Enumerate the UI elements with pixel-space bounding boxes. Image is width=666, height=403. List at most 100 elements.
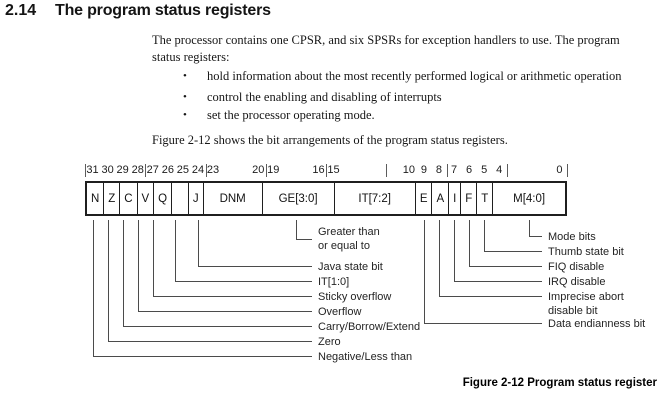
callout-label-line: IRQ disable xyxy=(548,276,606,288)
bit-number: 29 xyxy=(116,164,129,176)
figure-intro-text: Figure 2-12 shows the bit arrangements o… xyxy=(152,133,508,147)
callout-label-line: Java state bit xyxy=(318,261,383,273)
bullet-icon: • xyxy=(183,109,187,121)
bullet-text: hold information about the most recently… xyxy=(207,69,622,83)
bit-number: 30 xyxy=(101,164,114,176)
bit-scale-tick xyxy=(386,164,388,177)
callout-label-line: Mode bits xyxy=(548,231,596,243)
register-field-i: I xyxy=(449,183,462,214)
callout-line xyxy=(469,220,542,267)
bit-number: 16 xyxy=(312,164,325,176)
bullet-item: • hold information about the most recentl… xyxy=(183,68,621,84)
callout-label-line: or equal to xyxy=(318,240,370,252)
callout-line xyxy=(92,220,312,357)
register-field-m40: M[4:0] xyxy=(513,192,546,205)
bullet-text: set the processor operating mode. xyxy=(207,108,375,122)
callout-line xyxy=(122,220,312,327)
callout-label-line: Imprecise abort xyxy=(548,291,624,303)
callout-label-line: Zero xyxy=(318,336,341,348)
register-field-e: E xyxy=(416,183,433,214)
callout-label-line: Negative/Less than xyxy=(318,351,413,363)
bit-number: 5 xyxy=(481,164,488,176)
callout-line xyxy=(423,220,542,324)
callout-line xyxy=(295,220,312,240)
register-field-v: V xyxy=(138,183,155,214)
register-field-dnm: DNM xyxy=(204,183,263,214)
callout-label: Data endianness bit xyxy=(548,317,645,331)
callout-label-line: Thumb state bit xyxy=(548,246,624,258)
bit-scale-tick xyxy=(85,164,86,177)
register-field-t: T xyxy=(477,183,494,214)
bit-number: 31 xyxy=(86,164,99,176)
callout-line xyxy=(175,220,312,282)
register-field-j: J xyxy=(189,183,204,214)
bit-scale-tick xyxy=(446,164,448,177)
bullet-icon: • xyxy=(183,91,187,103)
callout-label: Java state bit xyxy=(318,260,383,274)
callout-line xyxy=(137,220,312,312)
bit-number: 6 xyxy=(466,164,473,176)
callout-label-line: IT[1:0] xyxy=(318,276,350,288)
callout-line xyxy=(484,220,542,252)
bullet-item: • control the enabling and disabling of i… xyxy=(183,89,442,105)
bit-number: 8 xyxy=(435,164,443,176)
register-field-f: F xyxy=(461,183,478,214)
callout-label: IT[1:0] xyxy=(318,275,349,289)
bit-number: 25 xyxy=(176,164,190,176)
register-field-it72: IT[7:2] xyxy=(335,183,416,214)
callout-label: Negative/Less than xyxy=(318,350,412,364)
callout-label-line: Overflow xyxy=(318,306,362,318)
register-field-reserved xyxy=(172,183,189,214)
section-title: The program status registers xyxy=(55,2,271,19)
callout-line xyxy=(439,220,542,297)
bit-scale-tick xyxy=(265,164,267,177)
figure-caption: Figure 2-12 Program status register xyxy=(462,377,657,389)
callout-label: Zero xyxy=(318,335,341,349)
callout-label-line: Greater than xyxy=(318,226,380,238)
section-number: 2.14 xyxy=(5,2,37,19)
callout-label: Sticky overflow xyxy=(318,290,391,304)
register-field-c: C xyxy=(120,183,138,214)
bit-number: 20 xyxy=(252,164,265,176)
bullet-text: control the enabling and disabling of in… xyxy=(207,90,442,104)
callout-line xyxy=(152,220,312,297)
callout-label: Thumb state bit xyxy=(548,245,624,259)
register-field-a: A xyxy=(432,183,450,214)
bit-number: 26 xyxy=(161,164,174,176)
callout-label: Greater than or equal to xyxy=(318,225,380,253)
callout-label: IRQ disable xyxy=(548,275,605,289)
bit-scale-tick xyxy=(326,164,327,177)
register-field-z: Z xyxy=(104,183,121,214)
bit-number: 28 xyxy=(131,164,144,176)
bit-number: 24 xyxy=(191,164,205,176)
callout-label: Carry/Borrow/Extend xyxy=(318,320,420,334)
bit-number: 19 xyxy=(267,164,280,176)
register-field-q: Q xyxy=(154,183,173,214)
bit-scale-tick xyxy=(205,164,207,177)
callout-label-line: FIQ disable xyxy=(548,261,605,273)
bit-scale-tick xyxy=(567,164,568,177)
bullet-icon: • xyxy=(183,70,187,82)
bit-number: 9 xyxy=(420,164,427,176)
callout-label: Imprecise abort disable bit xyxy=(548,290,624,318)
bullet-item: • set the processor operating mode. xyxy=(183,107,375,123)
bit-scale-tick xyxy=(506,164,508,177)
register-field-ge30: GE[3:0] xyxy=(263,183,335,214)
callout-label: Overflow xyxy=(318,305,361,319)
callout-label-line: Sticky overflow xyxy=(318,291,392,303)
intro-paragraph-line: status registers: xyxy=(152,50,230,64)
register-field-n: N xyxy=(87,183,105,214)
callout-label: Mode bits xyxy=(548,230,596,244)
callout-label-line: disable bit xyxy=(548,305,598,317)
bit-number: 10 xyxy=(402,164,415,176)
callout-line xyxy=(529,220,542,237)
bit-number: 15 xyxy=(327,164,340,176)
callout-line xyxy=(454,220,542,282)
bit-number: 27 xyxy=(146,164,159,176)
callout-line xyxy=(107,220,312,342)
bit-number: 23 xyxy=(206,164,220,176)
intro-paragraph-line: The processor contains one CPSR, and six… xyxy=(152,33,620,47)
